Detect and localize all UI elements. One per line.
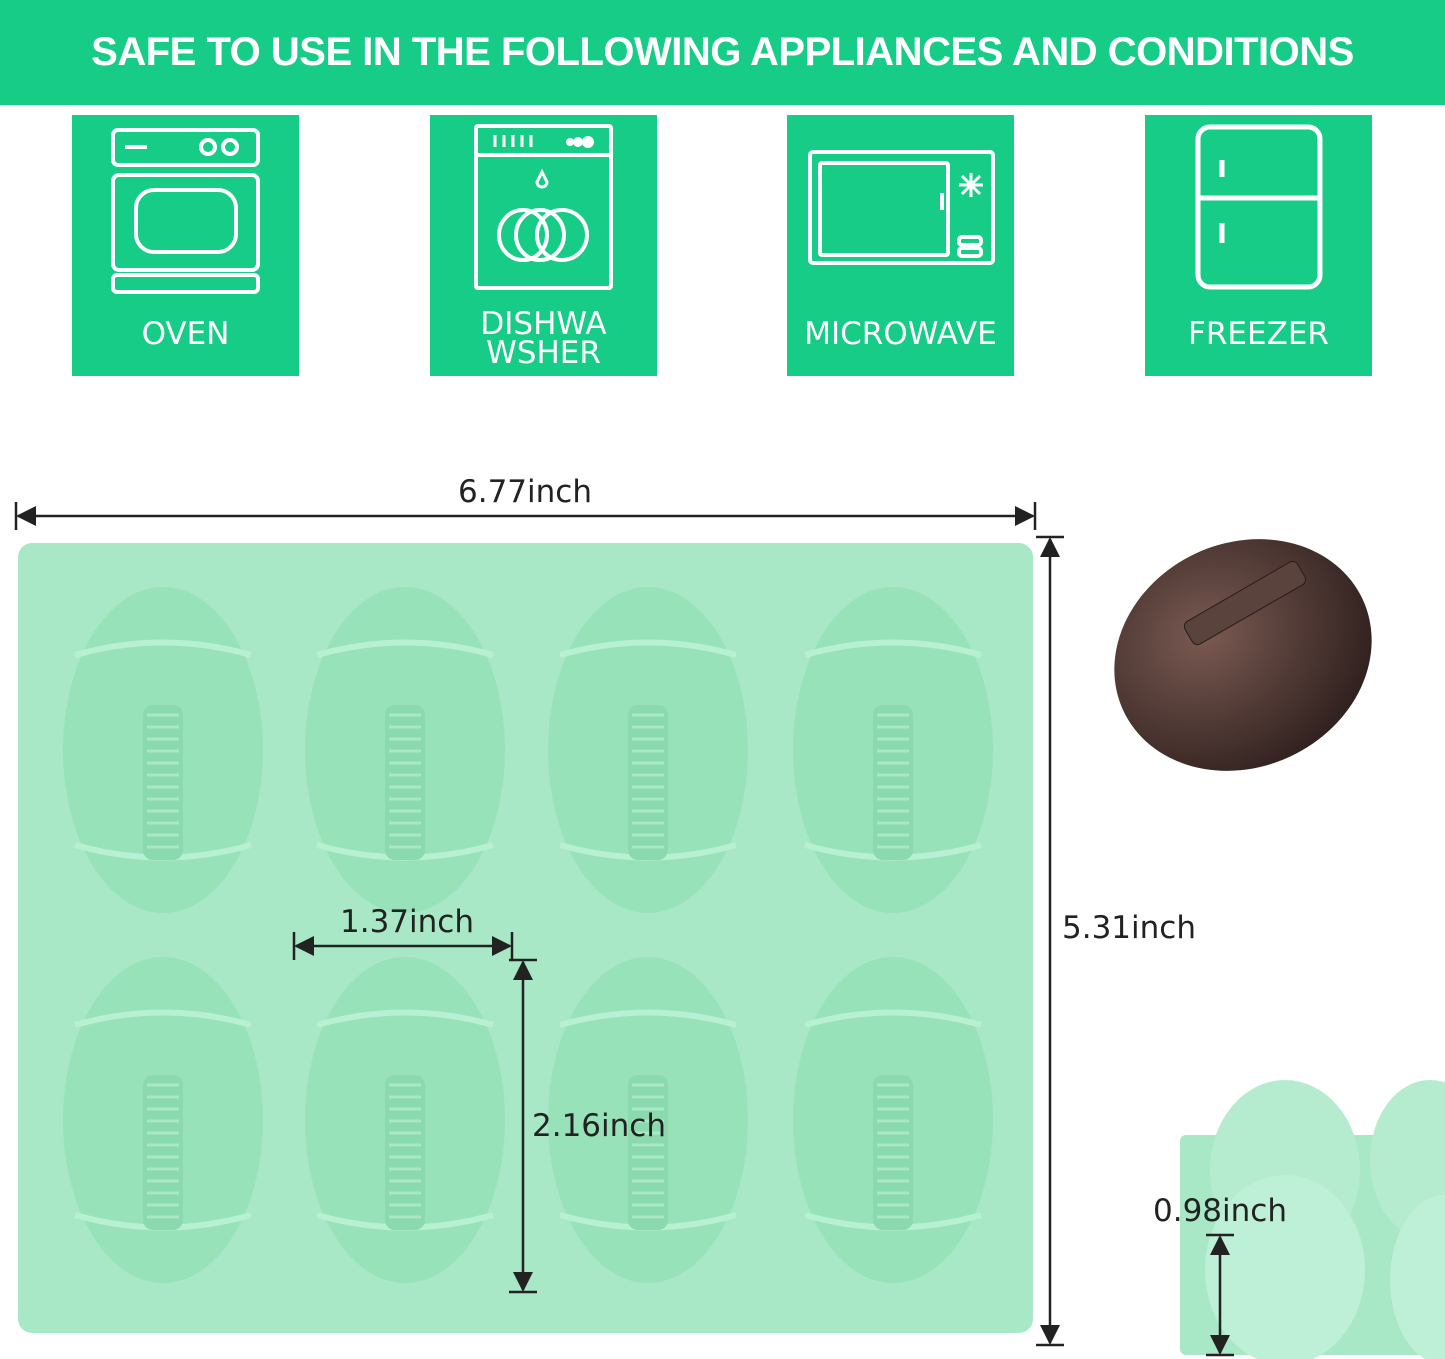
appliance-label: MICROWAVE (804, 316, 997, 352)
football-cavity (305, 957, 505, 1283)
football-cavity (63, 957, 263, 1283)
appliance-label: OVEN (141, 316, 230, 352)
football-cavity (63, 587, 263, 913)
dishwasher-icon (474, 124, 613, 290)
mold-side-view (1180, 1080, 1445, 1359)
appliance-card-dishwasher: DISHWA WSHER (430, 115, 657, 376)
silicone-mold (18, 543, 1033, 1333)
microwave-icon (808, 150, 995, 265)
appliance-card-freezer: FREEZER (1145, 115, 1372, 376)
appliance-label: FREEZER (1188, 316, 1329, 352)
cavity-width-label: 1.37inch (340, 904, 474, 940)
dimension-arrows (14, 502, 1234, 1357)
width-label: 6.77inch (458, 474, 592, 510)
height-label: 5.31inch (1062, 910, 1196, 946)
appliance-label: DISHWA WSHER (480, 306, 607, 371)
chocolate-football (1114, 539, 1372, 771)
appliance-card-microwave: MICROWAVE (787, 115, 1014, 376)
cavity-height-label: 2.16inch (532, 1108, 666, 1144)
depth-label: 0.98inch (1153, 1193, 1287, 1229)
oven-icon (111, 128, 260, 294)
header-banner: SAFE TO USE IN THE FOLLOWING APPLIANCES … (0, 0, 1445, 105)
football-cavity (548, 957, 748, 1283)
appliance-card-oven: OVEN (72, 115, 299, 376)
football-cavity (548, 587, 748, 913)
football-cavity (305, 587, 505, 913)
header-title: SAFE TO USE IN THE FOLLOWING APPLIANCES … (91, 30, 1354, 74)
football-cavity (793, 587, 993, 913)
football-cavity (793, 957, 993, 1283)
freezer-icon (1195, 124, 1323, 290)
